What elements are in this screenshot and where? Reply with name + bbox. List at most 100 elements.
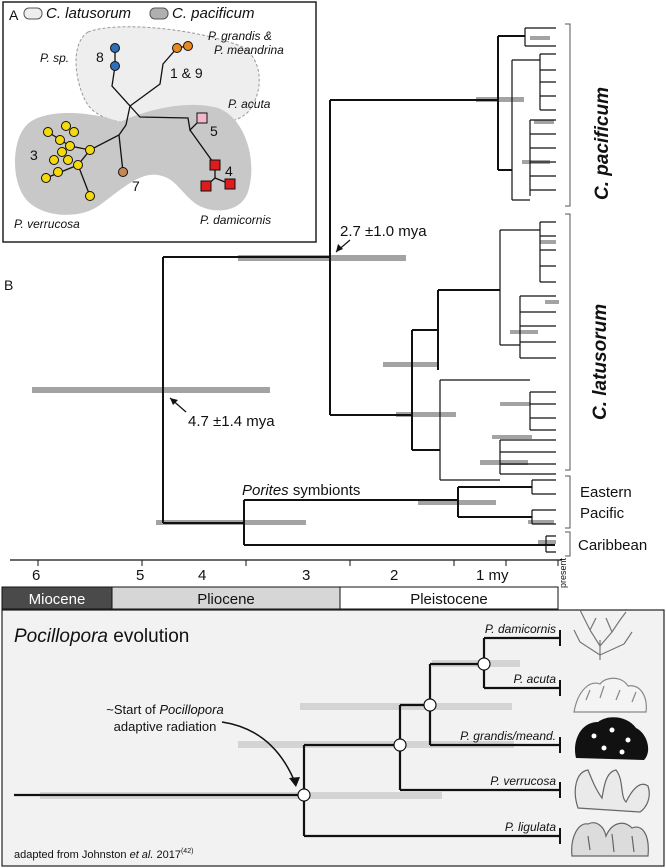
epoch-pleistocene <box>339 586 559 610</box>
bar-root <box>32 387 270 393</box>
node-yellow <box>65 141 75 151</box>
bar-lat7 <box>540 240 556 244</box>
legend-latusorum: C. latusorum <box>46 5 131 22</box>
node-pink <box>196 112 208 124</box>
node-b3 <box>477 657 491 671</box>
pocillopora-panel: Pocillopora evolution <box>1 609 665 867</box>
node-yellow <box>55 135 65 145</box>
time-ticks <box>37 560 559 566</box>
network-nodes <box>41 41 236 201</box>
phylogeny-main <box>162 35 555 546</box>
node-yellow <box>63 155 73 165</box>
clade-brackets <box>565 23 571 557</box>
node-yellow <box>49 155 59 165</box>
bar-lat5 <box>500 402 530 406</box>
bar-pac3 <box>534 120 554 124</box>
node-red <box>200 180 212 192</box>
arrow-47-head <box>170 398 178 405</box>
coral-grandis-icon <box>574 717 649 760</box>
node-yellow <box>69 127 79 137</box>
bar-node2 <box>300 703 512 710</box>
node-yellow <box>43 127 53 137</box>
node-yellow <box>85 191 95 201</box>
node-b2 <box>423 698 437 712</box>
label-node-7: 7 <box>132 178 140 194</box>
annot-27: 2.7 ±1.0 mya <box>340 223 427 240</box>
phylogeny-tips <box>439 27 556 553</box>
clade-caribbean: Caribbean <box>578 537 647 554</box>
clade-pacificum: C. pacificum <box>592 87 613 200</box>
epoch-miocene-label: Miocene <box>29 591 86 608</box>
taxon-acuta: P. acuta <box>514 672 557 686</box>
bar-lat6 <box>510 330 538 334</box>
tick-3: 3 <box>302 567 310 584</box>
tick-1my: 1 my <box>476 567 509 584</box>
label-grandis-1: P. grandis & <box>208 29 272 43</box>
node-blue <box>110 61 120 71</box>
label-damicornis: P. damicornis <box>200 213 271 227</box>
bottom-title: Pocillopora evolution <box>14 626 189 647</box>
node-root-b <box>297 788 311 802</box>
tick-5: 5 <box>136 567 144 584</box>
epoch-pliocene-label: Pliocene <box>197 591 255 608</box>
node-yellow <box>61 121 71 131</box>
tick-6: 6 <box>32 567 40 584</box>
coral-acuta-icon <box>573 677 647 713</box>
bar-lat8 <box>545 300 559 304</box>
label-grandis-2: P. meandrina <box>214 43 284 57</box>
radiation-line2: adaptive radiation <box>114 719 217 734</box>
clade-eastern-1: Eastern <box>580 484 632 501</box>
node-orange <box>172 43 182 53</box>
radiation-line1: ~Start of Pocillopora <box>106 702 223 717</box>
label-psp: P. sp. <box>40 51 69 65</box>
bar-ep2 <box>528 520 554 524</box>
node-brown <box>118 167 128 177</box>
node-yellow <box>85 145 95 155</box>
annot-47: 4.7 ±1.4 mya <box>188 413 275 430</box>
bar-pac2 <box>530 36 550 40</box>
legend-swatch-pacificum <box>149 7 169 20</box>
porites-label: Porites symbionts <box>242 482 360 499</box>
latusorum-region <box>75 26 260 128</box>
tick-4: 4 <box>198 567 206 584</box>
node-yellow <box>41 173 51 183</box>
node-yellow <box>57 147 67 157</box>
node-red <box>209 159 221 171</box>
node-yellow <box>53 167 63 177</box>
taxon-verrucosa: P. verrucosa <box>490 774 556 788</box>
panel-a: A C. latusorum C. pacificum <box>2 1 317 243</box>
clade-latusorum: C. latusorum <box>590 304 611 420</box>
label-node-8: 8 <box>96 49 104 65</box>
coral-damicornis-icon <box>573 609 633 660</box>
label-node-5: 5 <box>210 123 218 139</box>
label-node-1-9: 1 & 9 <box>170 65 203 81</box>
bottom-frame <box>1 609 665 867</box>
bar-car <box>538 540 556 544</box>
bar-lat2 <box>396 412 456 417</box>
clade-eastern-2: Pacific <box>580 505 625 522</box>
panel-b-label: B <box>4 277 13 293</box>
bar-lat4 <box>492 435 532 439</box>
timescale: 6 5 4 3 2 1 my present Miocene Pliocene … <box>1 557 568 610</box>
legend-pacificum: C. pacificum <box>172 5 255 22</box>
panel-b: B <box>4 23 647 557</box>
bar-pac <box>476 97 524 102</box>
node-yellow <box>73 160 83 170</box>
radiation-arrow <box>221 721 297 786</box>
label-node-3: 3 <box>30 147 38 163</box>
legend-swatch-latusorum <box>23 7 43 20</box>
bar-lat3 <box>480 460 528 465</box>
taxon-damicornis: P. damicornis <box>485 622 556 636</box>
bottom-nodes <box>297 657 491 802</box>
arrow-27-head <box>336 244 343 252</box>
node-b1 <box>393 738 407 752</box>
panel-a-label: A <box>9 7 19 23</box>
label-node-4: 4 <box>225 163 233 179</box>
credit: adapted from Johnston et al. 2017(42) <box>14 848 193 861</box>
node-red <box>224 178 236 190</box>
taxon-grandis: P. grandis/meand. <box>460 729 556 743</box>
label-verrucosa: P. verrucosa <box>14 217 80 231</box>
taxon-ligulata: P. ligulata <box>505 820 556 834</box>
epoch-pleistocene-label: Pleistocene <box>410 591 488 608</box>
